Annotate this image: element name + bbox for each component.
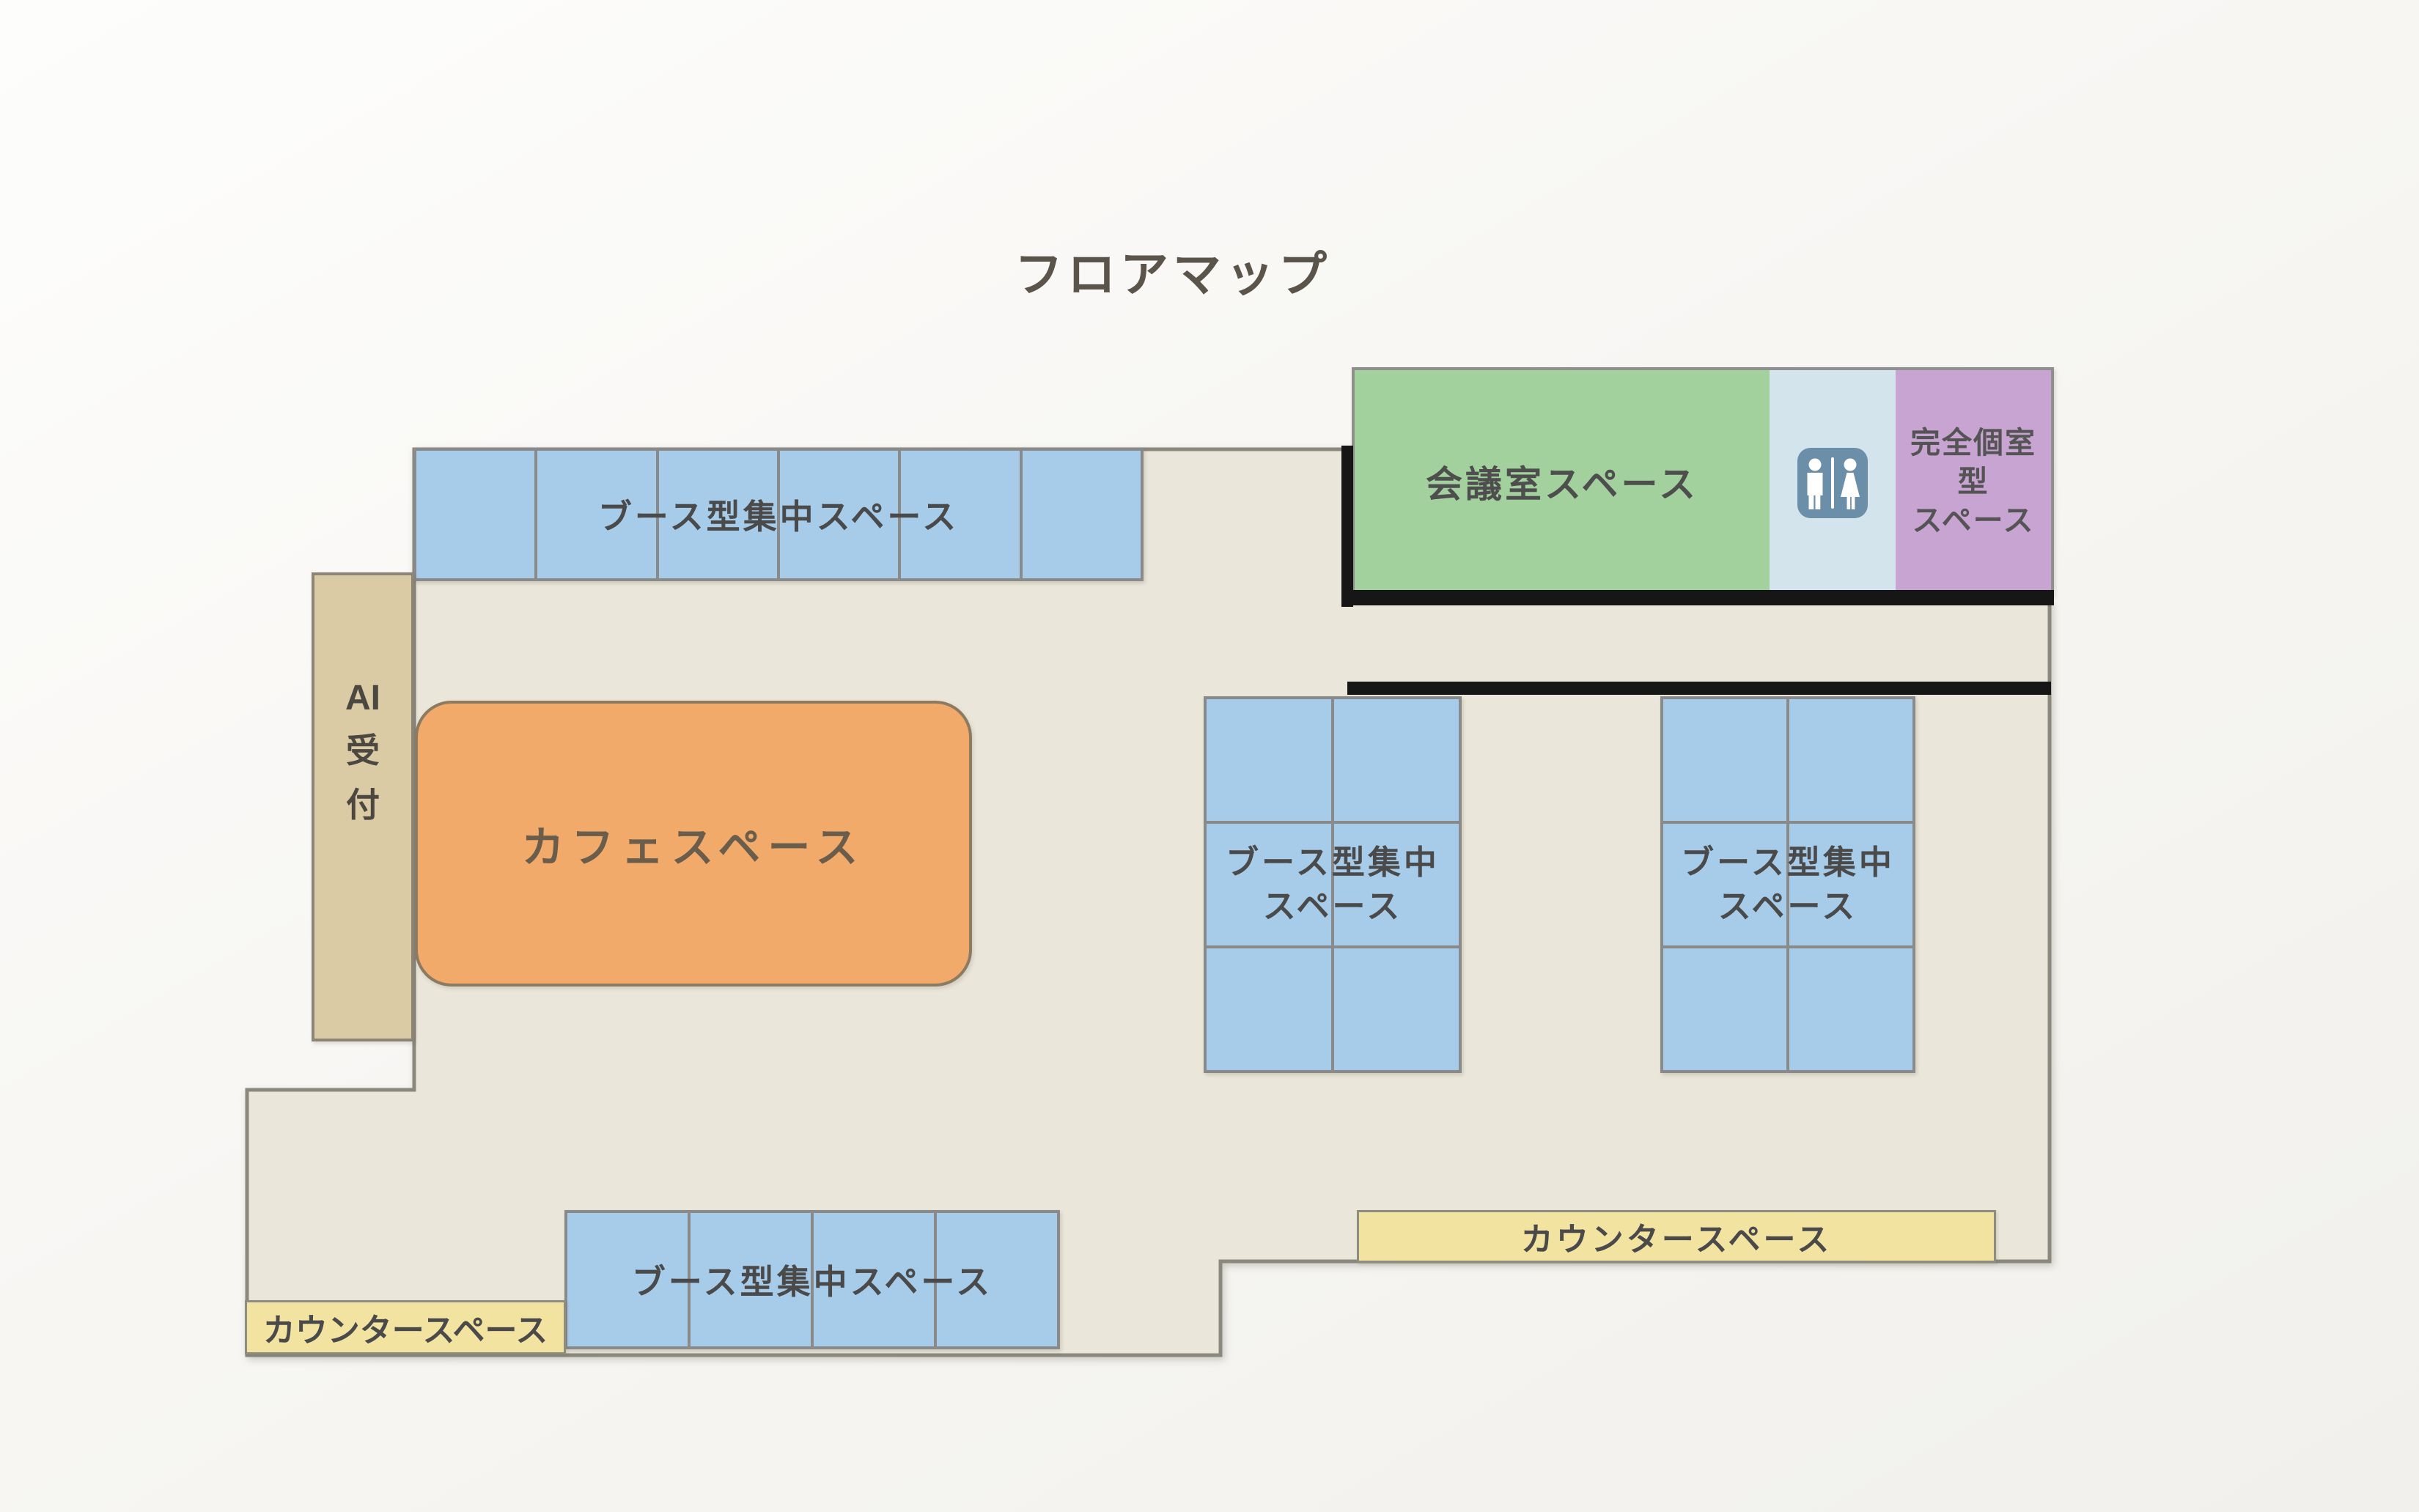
wall-line-vertical — [1341, 446, 1353, 607]
booth-area-top: ブース型集中スペース — [413, 448, 1144, 581]
booth-cell — [901, 451, 1020, 578]
page-title: フロアマップ — [1015, 247, 1331, 301]
ai-reception-label-line3: 付 — [346, 785, 380, 824]
booth-cell — [1789, 699, 1912, 821]
booth-cell — [1789, 948, 1912, 1070]
booth-cell — [537, 451, 656, 578]
booth-cell — [691, 1213, 811, 1346]
booth-cell — [416, 451, 535, 578]
cafe-label: カフェスペース — [521, 824, 866, 871]
booth-cell — [779, 451, 899, 578]
booth-area-right: ブース型集中 スペース — [1660, 696, 1915, 1073]
cafe-area: カフェスペース — [415, 701, 972, 987]
booth-cell — [814, 1213, 934, 1346]
meeting-room-area: 会議室スペース — [1355, 370, 1770, 593]
counter-area-right: カウンタースペース — [1357, 1210, 1996, 1263]
meeting-room-label: 会議室スペース — [1426, 464, 1698, 505]
booth-cell — [1334, 948, 1459, 1070]
counter-left-label: カウンタースペース — [262, 1313, 548, 1349]
booth-cell — [937, 1213, 1057, 1346]
wall-line-lower — [1347, 682, 2051, 695]
ai-reception-label-line1: AI — [345, 678, 380, 718]
booth-cell — [1207, 948, 1331, 1070]
booth-area-middle: ブース型集中 スペース — [1204, 696, 1462, 1073]
restroom-area — [1770, 370, 1896, 593]
booth-cell — [1207, 699, 1331, 821]
meeting-block: 会議室スペース 完全個室型 スペース — [1352, 367, 2054, 596]
booth-cell — [1663, 948, 1786, 1070]
booth-cell — [658, 451, 777, 578]
booth-cell — [1334, 699, 1459, 821]
ai-reception-label-line2: 受 — [346, 731, 380, 770]
counter-area-left: カウンタースペース — [245, 1300, 566, 1354]
private-room-label: 完全個室型 スペース — [1896, 370, 2051, 593]
booth-cell — [1207, 824, 1331, 945]
booth-cell — [1334, 824, 1459, 945]
booth-cell — [567, 1213, 688, 1346]
wall-line-upper — [1346, 590, 2054, 605]
booth-area-bottom: ブース型集中スペース — [564, 1210, 1060, 1349]
ai-reception-area: AI 受 付 — [312, 572, 414, 1041]
booth-cell — [1663, 824, 1786, 945]
booth-cell — [1663, 699, 1786, 821]
private-room-label-line1: 完全個室型 — [1910, 425, 2036, 498]
private-room-area: 完全個室型 スペース — [1896, 370, 2051, 593]
private-room-label-line2: スペース — [1912, 503, 2035, 537]
booth-cell — [1022, 451, 1141, 578]
restroom-icon — [1797, 448, 1868, 518]
booth-cell — [1789, 824, 1912, 945]
counter-right-label: カウンタースペース — [1520, 1222, 1833, 1258]
